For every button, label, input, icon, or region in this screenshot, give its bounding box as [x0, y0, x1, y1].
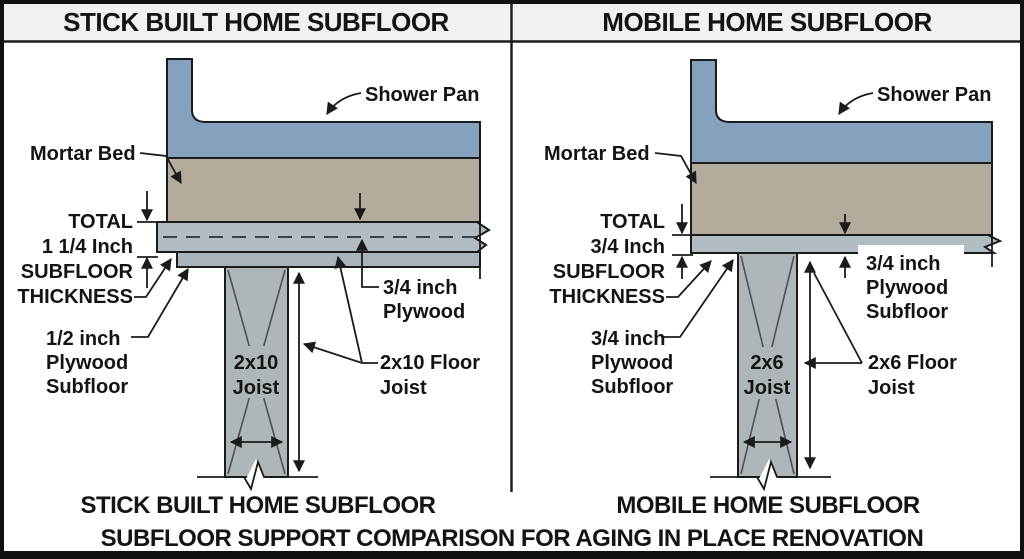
right-total-line2: 3/4 Inch	[591, 236, 665, 258]
right-shower-pan-leader	[838, 92, 874, 116]
left-total-line4: THICKNESS	[17, 286, 133, 308]
right-left-plywood-line1: 3/4 inch	[591, 328, 665, 350]
right-joist-label-line1: 2x6	[750, 352, 783, 374]
right-header-title: MOBILE HOME SUBFLOOR	[602, 7, 932, 37]
left-total-line1: TOTAL	[68, 211, 133, 233]
right-left-plywood-line3: Subfloor	[591, 376, 673, 398]
right-mortar-bed-leader	[654, 152, 697, 185]
right-right-plywood-line1: 3/4 inch	[866, 253, 940, 275]
left-joist-text-bg	[227, 346, 286, 398]
left-header-title: STICK BUILT HOME SUBFLOOR	[63, 7, 449, 37]
right-joist-label-line2: Joist	[744, 377, 791, 399]
right-right-plywood-line2: Plywood	[866, 277, 948, 299]
left-shower-pan-leader	[326, 92, 362, 116]
left-shower-pan-label: Shower Pan	[365, 84, 479, 106]
right-panel: MOBILE HOME SUBFLOOR Shower Pan Mortar B…	[544, 7, 1003, 519]
right-right-plywood-line3: Subfloor	[866, 301, 948, 323]
left-joist-label-line2: Joist	[233, 377, 280, 399]
right-floor-joist-line2: Joist	[868, 377, 915, 399]
right-shower-pan-shape	[690, 59, 993, 164]
right-total-line4: THICKNESS	[549, 286, 665, 308]
left-lower-plywood-line3: Subfloor	[46, 376, 128, 398]
left-lower-plywood-line2: Plywood	[46, 352, 128, 374]
right-mortar-bed-label: Mortar Bed	[544, 143, 650, 165]
left-total-line3: SUBFLOOR	[21, 261, 134, 283]
left-floor-joist-leader-1	[302, 341, 378, 364]
right-left-plywood-line2: Plywood	[591, 352, 673, 374]
right-ground-line	[710, 459, 831, 492]
left-shower-pan-shape	[166, 58, 481, 159]
left-mortar-bed-shape	[166, 157, 481, 223]
right-left-plywood-leader	[663, 259, 734, 338]
left-upper-plywood-line2: Plywood	[383, 301, 465, 323]
right-thickness-leader	[666, 260, 712, 298]
right-caption: MOBILE HOME SUBFLOOR	[616, 492, 919, 519]
bottom-border	[0, 553, 1024, 559]
bottom-caption: SUBFLOOR SUPPORT COMPARISON FOR AGING IN…	[101, 525, 924, 552]
left-lower-plywood-shape	[176, 251, 481, 268]
left-floor-joist-line1: 2x10 Floor	[380, 352, 480, 374]
left-lower-plywood-leader	[131, 267, 189, 338]
left-lower-plywood-line1: 1/2 inch	[46, 328, 120, 350]
left-floor-joist-line2: Joist	[380, 377, 427, 399]
right-plywood-label-box	[858, 245, 964, 323]
left-plywood-up-arrow-leader	[356, 238, 379, 288]
right-total-line3: SUBFLOOR	[553, 261, 666, 283]
left-joist-label-line1: 2x10	[234, 352, 279, 374]
right-floor-joist-line1: 2x6 Floor	[868, 352, 957, 374]
left-panel: STICK BUILT HOME SUBFLOOR Shower Pan Mor…	[17, 7, 491, 519]
right-floor-joist-leader-2	[813, 272, 863, 364]
right-joist-text-bg	[739, 347, 796, 399]
left-upper-plywood-line1: 3/4 inch	[383, 277, 457, 299]
left-floor-joist-leader-2	[334, 255, 363, 364]
left-ground-line	[197, 459, 318, 492]
left-thickness-leader	[134, 257, 172, 298]
left-mortar-bed-label: Mortar Bed	[30, 143, 136, 165]
left-mortar-bed-leader	[139, 152, 182, 185]
left-caption: STICK BUILT HOME SUBFLOOR	[80, 492, 435, 519]
left-total-line2: 1 1/4 Inch	[42, 236, 133, 258]
right-shower-pan-label: Shower Pan	[877, 84, 991, 106]
right-total-line1: TOTAL	[600, 211, 665, 233]
right-mortar-bed-shape	[690, 162, 993, 236]
